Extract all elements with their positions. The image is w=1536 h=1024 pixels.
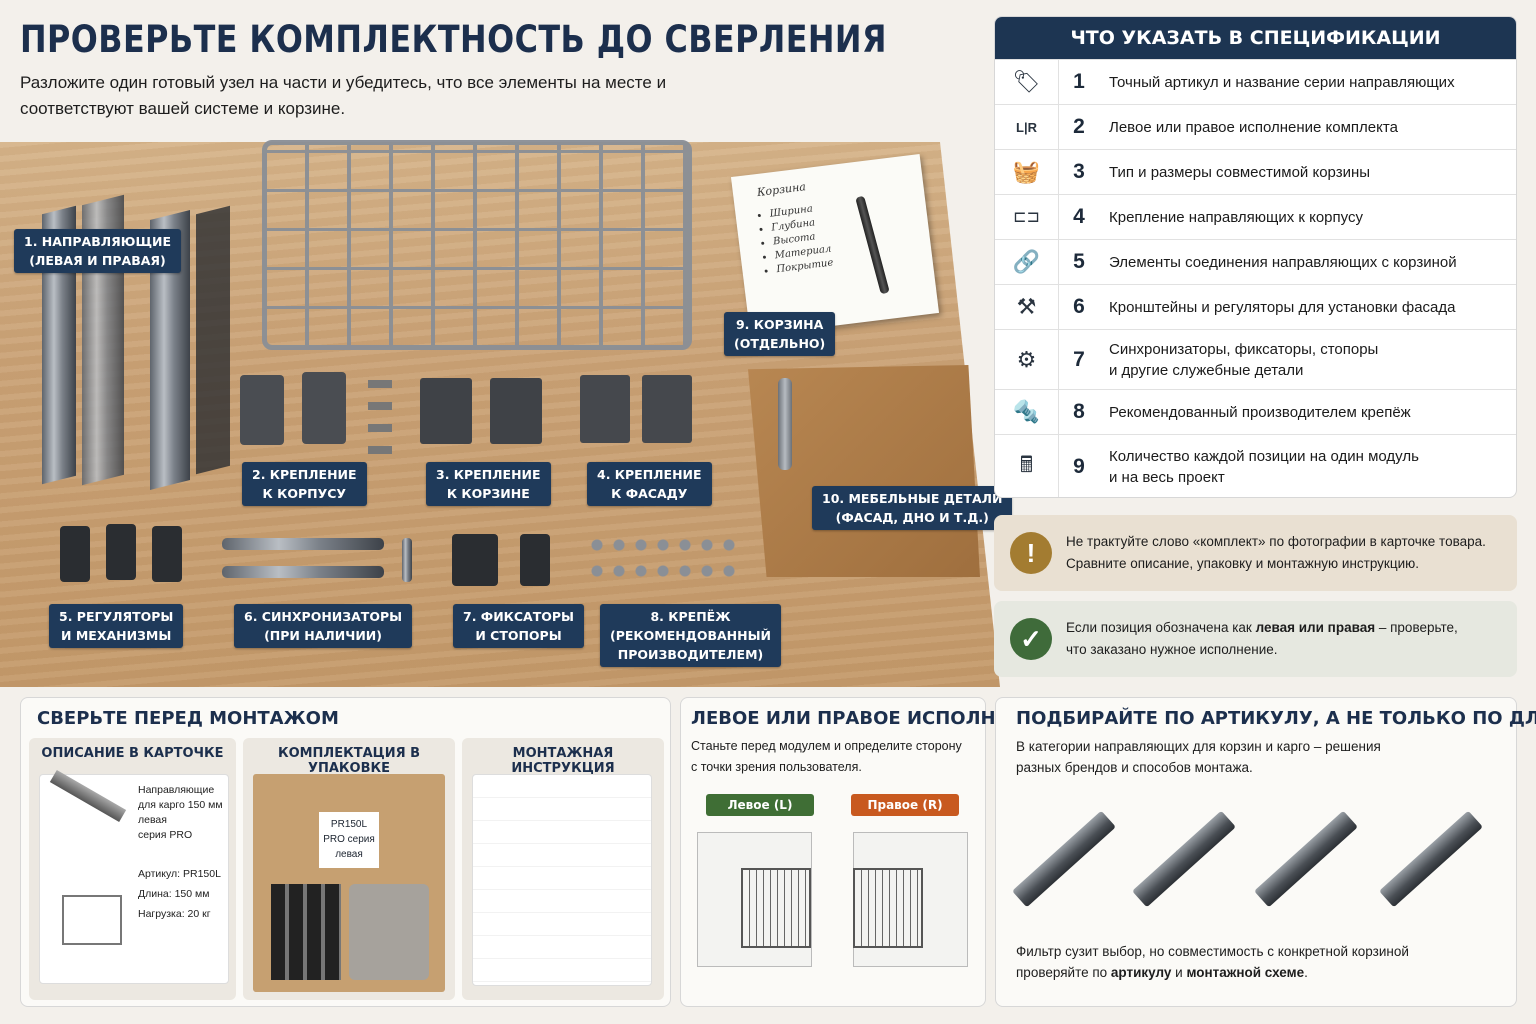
facade-mount-bracket [642,375,692,443]
synchronizer-pin [402,538,412,582]
left-right-icon: L|R [995,105,1059,149]
label-facade-mount: 4. Креплениек фасаду [587,462,712,506]
compare-panel: Сверьте перед монтажом Описание в карточ… [20,697,671,1007]
warning-icon: ! [1010,532,1052,574]
regulator-block [60,526,90,582]
rail-thumbnail [49,769,127,823]
slide-variant [1012,810,1116,908]
basket-icon: 🧺 [995,150,1059,194]
label-furniture-parts: 10. Мебельные детали(фасад, дно и т.д.) [812,486,1013,530]
label-rails: 1. Направляющие(левая и правая) [14,229,182,273]
link-icon: 🔗 [995,240,1059,284]
slide-rail-right-inner [196,205,230,475]
basket-left [741,868,811,948]
checkmark-icon: ✓ [1010,618,1052,660]
spec-row: 🔗 5 Элементы соединения направляющих с к… [995,239,1516,284]
left-tag: Левое (L) [706,794,814,816]
spec-row: 🧺 3 Тип и размеры совместимой корзины [995,149,1516,194]
slide-variant [1254,810,1358,908]
spec-row: L|R 2 Левое или правое исполнение компле… [995,104,1516,149]
label-regulators: 5. Регуляторыи механизмы [49,604,184,648]
fasteners-set [586,532,738,588]
sku-panel: Подбирайте по артикулу, а не только по д… [995,697,1536,1007]
instruction-sheet [472,774,652,986]
spec-row: ⊏⊐ 4 Крепление направляющих к корпусу [995,194,1516,239]
stopper-part [520,534,550,586]
spec-panel: Что указать в спецификации 🏷 1 Точный ар… [994,16,1517,498]
cabinet-mount-plate [302,372,346,444]
synchronizer-bar [222,566,384,578]
instruction-section: Монтажная инструкция [462,738,664,1000]
calculator-icon: 🖩 [995,435,1059,497]
basket-thumbnail [62,895,122,945]
tag-icon: 🏷 [995,60,1059,104]
page-title: Проверьте комплектность до сверления [20,18,887,61]
cabinet-mount-icon: ⊏⊐ [995,195,1059,239]
spec-row: ⚒ 6 Кронштейны и регуляторы для установк… [995,284,1516,329]
bracket-icon: ⚒ [995,285,1059,329]
spec-row: 🏷 1 Точный артикул и название серии напр… [995,59,1516,104]
label-basket: 9. Корзина(отдельно) [724,312,836,356]
right-tag: Правое (R) [851,794,959,816]
warning-note: ! Не трактуйте слово «комплект» по фотог… [994,515,1517,591]
basket-mount-bracket [490,378,542,444]
latch-part [452,534,498,586]
notebook: Корзина Ширина Глубина Высота Материал П… [730,154,940,336]
label-cabinet-mount: 2. Креплениек корпусу [242,462,367,506]
synchronizer-bar [222,538,384,550]
packed-parts-bag [349,884,429,980]
page-subtitle: Разложите один готовый узел на части и у… [20,73,667,118]
side-panel: Левое или правое исполнение? Станьте пер… [680,697,1061,1007]
facade-mount-bracket [580,375,630,443]
slide-variant [1132,810,1236,908]
check-note: ✓ Если позиция обозначена как левая или … [994,601,1517,677]
label-latches: 7. Фиксаторыи стопоры [453,604,584,648]
regulator-block [106,524,136,580]
basket-right [853,868,923,948]
gears-icon: ⚙ [995,330,1059,389]
regulator-block [152,526,182,582]
spec-row: 🖩 9 Количество каждой позиции на один мо… [995,434,1516,497]
cabinet-mount-plate [240,375,284,445]
label-synchronizers: 6. Синхронизаторы(при наличии) [234,604,413,648]
slide-variant [1379,810,1483,908]
spec-row: 🔩 8 Рекомендованный производителем крепё… [995,389,1516,434]
basket-mount-bracket [420,378,472,444]
spec-title: Что указать в спецификации [995,17,1516,59]
wire-basket [262,140,692,350]
label-fasteners: 8. Крепёж(рекомендованныйпроизводителем) [600,604,781,667]
screw-icon: 🔩 [995,390,1059,434]
packed-rails [271,884,341,980]
cabinet-handle [778,378,792,470]
screws-small [368,380,392,460]
label-basket-mount: 3. Креплениек корзине [426,462,551,506]
